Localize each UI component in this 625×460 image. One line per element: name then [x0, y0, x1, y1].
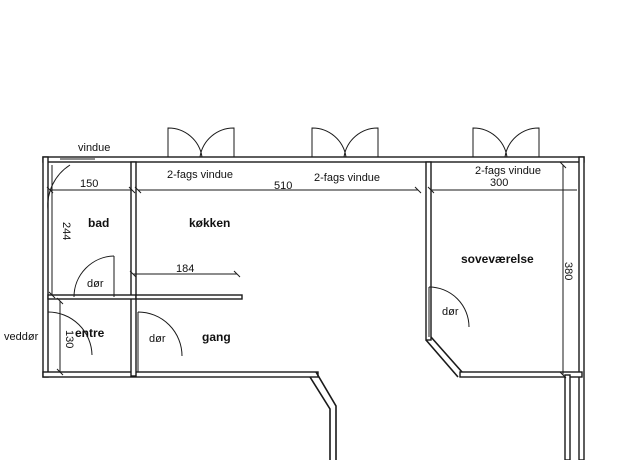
- label-bad-door: dør: [87, 278, 104, 290]
- room-gang: gang: [202, 330, 231, 344]
- dim-510-line: [134, 186, 422, 194]
- outer-walls: [42, 156, 585, 460]
- label-vindue: vindue: [78, 142, 110, 154]
- door-sove: [428, 286, 470, 337]
- label-window-2: 2-fags vindue: [314, 172, 380, 184]
- window-bathroom: [47, 158, 95, 211]
- window-middle: [311, 127, 379, 158]
- inner-walls: [47, 161, 463, 378]
- window-bedroom: [472, 127, 540, 158]
- dim-130-line: [56, 297, 64, 376]
- room-entre: entre: [75, 326, 105, 340]
- dim-184: 184: [176, 263, 194, 275]
- door-bad: [73, 255, 115, 298]
- dim-510: 510: [274, 180, 292, 192]
- label-window-1: 2-fags vindue: [167, 169, 233, 181]
- dim-380-line: [559, 161, 567, 379]
- door-gang: [137, 311, 183, 372]
- label-gang-door: dør: [149, 333, 166, 345]
- dim-244-line: [48, 165, 56, 299]
- dim-244: 244: [60, 222, 72, 240]
- dim-300: 300: [490, 177, 508, 189]
- label-sove-door: dør: [442, 306, 459, 318]
- window-kitchen: [167, 127, 235, 158]
- room-kokken: køkken: [189, 216, 230, 230]
- label-front-door: veddør: [4, 331, 39, 343]
- dim-380: 380: [562, 262, 574, 280]
- dim-130: 130: [63, 330, 75, 348]
- dim-300-line: [427, 186, 577, 194]
- dim-184-line: [129, 270, 241, 278]
- room-bad: bad: [88, 216, 109, 230]
- door-entre: [47, 311, 93, 356]
- label-window-3: 2-fags vindue: [475, 165, 541, 177]
- room-sovevaerelse: soveværelse: [461, 252, 534, 266]
- dim-150: 150: [80, 178, 98, 190]
